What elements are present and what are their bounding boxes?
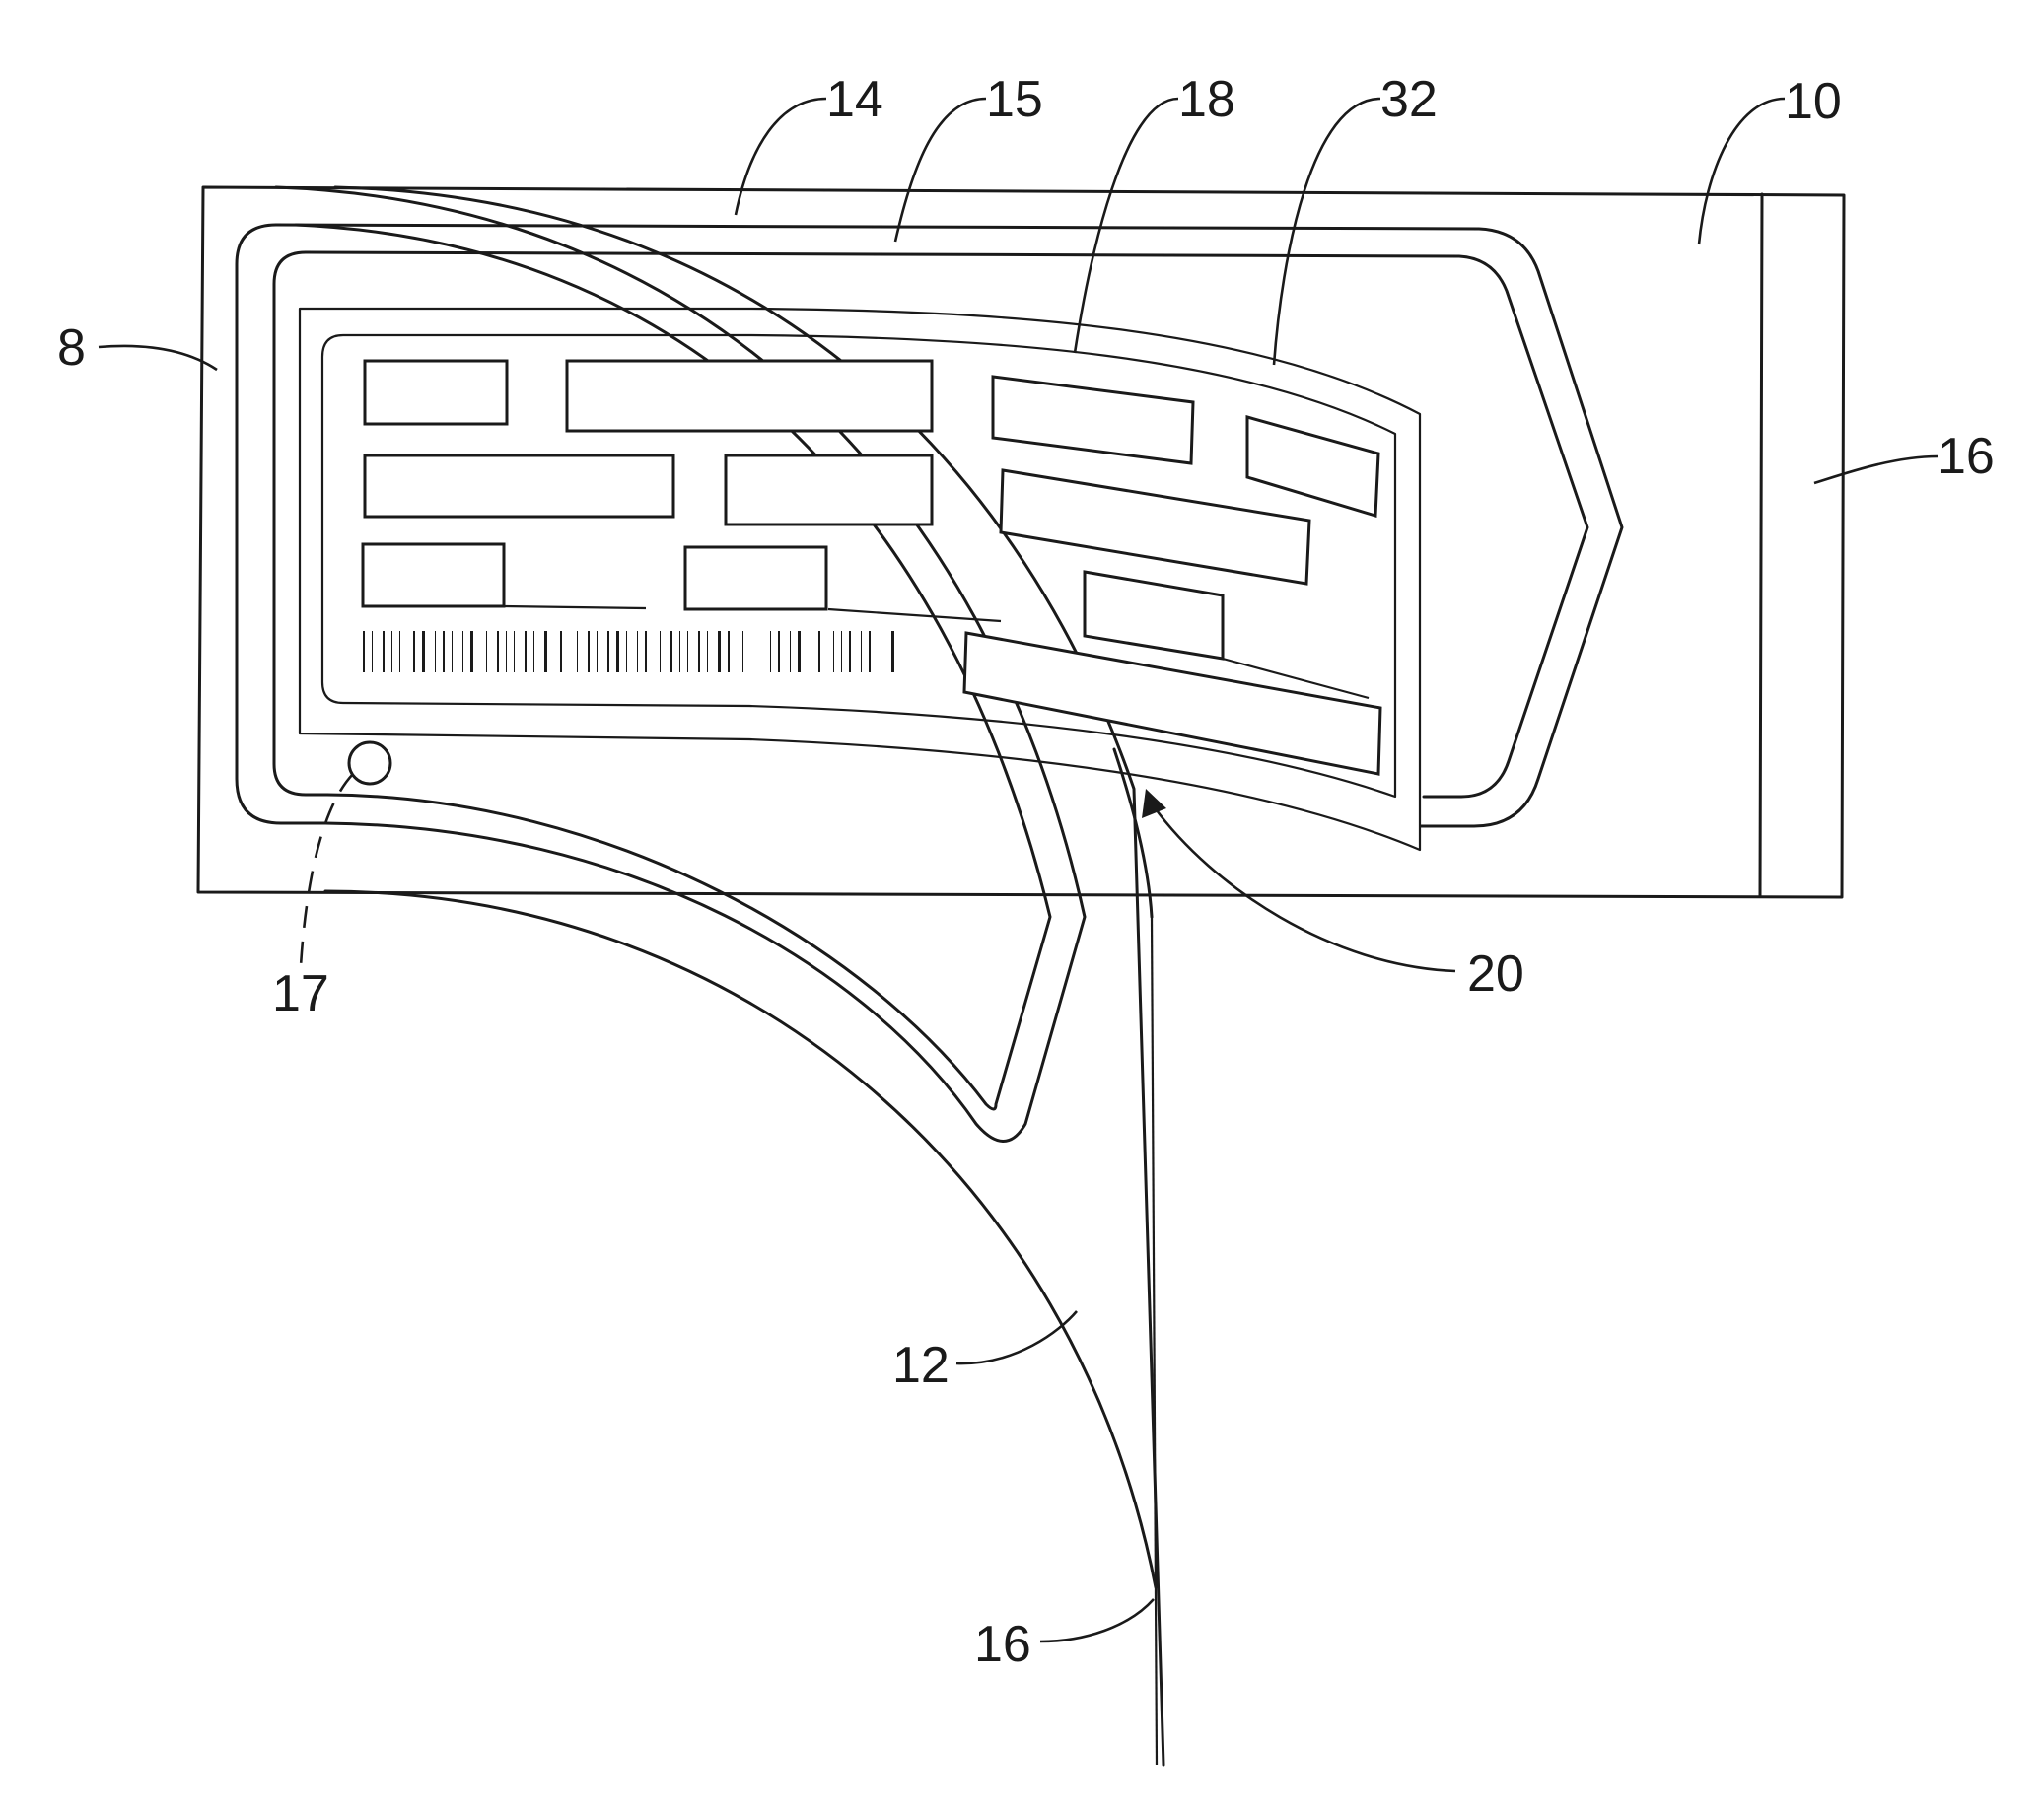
barcode-bar (687, 631, 688, 672)
hole-marker-circle (349, 742, 390, 784)
barcode-bar (435, 631, 436, 672)
leader-18 (1075, 99, 1178, 353)
label-field-11 (964, 633, 1380, 774)
label-15: 15 (986, 71, 1043, 128)
label-8: 8 (57, 319, 86, 377)
leader-14 (736, 99, 826, 215)
barcode-bar (707, 631, 708, 672)
label-field-9 (685, 547, 826, 609)
barcode-bar (742, 631, 743, 672)
barcode-bar (645, 631, 647, 672)
barcode-bar (470, 631, 473, 672)
label-field-10 (1085, 572, 1223, 659)
barcode-bar (698, 631, 700, 672)
label-rule-1 (504, 606, 646, 608)
barcode-bar (506, 631, 507, 672)
barcode-bar (462, 631, 463, 672)
leader-32 (1274, 99, 1380, 365)
barcode-bar (718, 631, 721, 672)
leader-16-right (1814, 456, 1938, 483)
barcode-bar (486, 631, 487, 672)
barcode-bar (670, 631, 672, 672)
barcode-bar (679, 631, 680, 672)
barcode-bar (372, 631, 373, 672)
carrier-sheet-outline (198, 187, 1844, 897)
barcode-bar (577, 631, 578, 672)
label-16-bottom: 16 (974, 1616, 1031, 1673)
barcode-bar (452, 631, 453, 672)
label-17: 17 (272, 965, 329, 1022)
label-14: 14 (826, 71, 883, 128)
barcode-bar (588, 631, 590, 672)
barcode-bar (818, 631, 820, 672)
barcode-bar (849, 631, 851, 672)
leader-20 (1154, 806, 1455, 971)
label-field-5 (365, 455, 673, 517)
peeled-laminate-fold-line (1152, 917, 1157, 1765)
barcode (363, 631, 894, 672)
peeled-laminate-lower-edge (325, 891, 1156, 1587)
barcode-bar (891, 631, 894, 672)
label-field-2 (567, 361, 932, 431)
leader-8 (99, 346, 217, 370)
leader-10 (1699, 99, 1785, 244)
barcode-bar (616, 631, 619, 672)
label-field-3 (993, 377, 1193, 463)
label-field-7 (1001, 470, 1309, 584)
barcode-bar (597, 631, 598, 672)
barcode-bar (544, 631, 547, 672)
barcode-bar (869, 631, 871, 672)
label-12: 12 (892, 1337, 950, 1394)
barcode-bar (533, 631, 534, 672)
barcode-bar (422, 631, 425, 672)
label-16-right: 16 (1938, 428, 1995, 485)
label-20: 20 (1467, 945, 1524, 1003)
barcode-bar (514, 631, 515, 672)
peeled-frame-loop-inner (296, 225, 1050, 1109)
label-field-1 (365, 361, 507, 424)
hole-marker-dashed-leader (301, 774, 353, 966)
leader-16-bottom (1040, 1599, 1154, 1641)
label-10: 10 (1785, 73, 1842, 130)
barcode-bar (626, 631, 627, 672)
barcode-bar (443, 631, 445, 672)
barcode-bar (391, 631, 392, 672)
barcode-bar (778, 631, 780, 672)
barcode-bar (383, 631, 385, 672)
leader-15 (895, 99, 986, 242)
barcode-bar (399, 631, 400, 672)
barcode-bar (525, 631, 527, 672)
barcode-bar (413, 631, 415, 672)
barcode-bar (363, 631, 365, 672)
barcode-bar (497, 631, 499, 672)
barcode-bar (798, 631, 801, 672)
barcode-bar (607, 631, 609, 672)
barcode-bar (560, 631, 562, 672)
barcode-bar (861, 631, 862, 672)
label-32: 32 (1380, 71, 1438, 128)
barcode-bar (841, 631, 842, 672)
barcode-bar (637, 631, 638, 672)
label-field-6 (726, 455, 932, 524)
barcode-bar (790, 631, 791, 672)
barcode-bar (728, 631, 730, 672)
release-liner-strip-edge (1760, 194, 1762, 896)
arrowhead-20 (1142, 789, 1166, 818)
barcode-bar (770, 631, 771, 672)
barcode-bar (660, 631, 661, 672)
label-18: 18 (1178, 71, 1235, 128)
barcode-bar (833, 631, 834, 672)
label-field-4 (1247, 417, 1378, 516)
label-field-8 (363, 544, 504, 606)
